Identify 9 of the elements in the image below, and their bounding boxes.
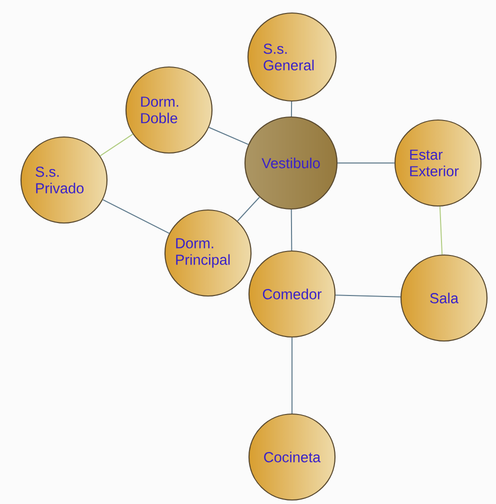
connector-line bbox=[100, 134, 134, 156]
connector-line bbox=[208, 126, 249, 145]
connector-line bbox=[439, 206, 443, 255]
connector-line bbox=[335, 294, 401, 298]
connector-line bbox=[290, 209, 292, 251]
connector-line bbox=[337, 162, 395, 164]
connector-line bbox=[290, 101, 292, 117]
connector-line bbox=[237, 196, 260, 222]
connector-line bbox=[102, 199, 170, 234]
